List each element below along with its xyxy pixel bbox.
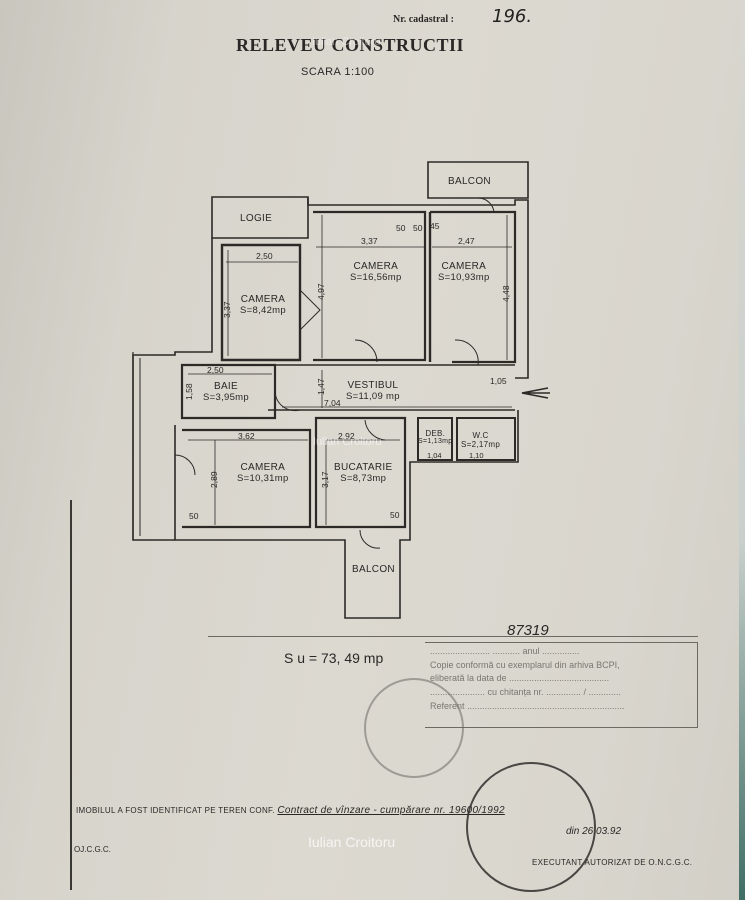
room-balcon-bottom: BALCON	[352, 564, 395, 575]
dim-label: 50	[390, 510, 400, 520]
executant-label: EXECUTANT AUTORIZAT DE O.N.C.G.C.	[532, 858, 693, 867]
dim-label: 2,89	[209, 471, 219, 488]
dim-label: 1,04	[427, 451, 442, 460]
dim-label: 1,58	[184, 383, 194, 400]
cadastre-seal	[466, 762, 596, 892]
page-edge	[739, 0, 745, 900]
separator-line	[208, 636, 698, 637]
useful-area: S u = 73, 49 mp	[284, 650, 384, 666]
cadastral-number: 196.	[492, 6, 533, 27]
dim-label: 4,97	[316, 283, 326, 300]
handwritten-number: 87319	[507, 622, 549, 639]
faded-seal	[364, 678, 464, 778]
dim-label: 1,47	[316, 378, 326, 395]
dim-label: 2,47	[458, 236, 475, 246]
dim-label: 50	[189, 511, 199, 521]
office-label: OJ.C.G.C.	[74, 845, 111, 854]
dim-label: 3,62	[238, 431, 255, 441]
room-debara: DEB.S=1,13mp	[418, 429, 453, 445]
scale-label: SCARA 1:100	[301, 66, 375, 78]
room-logie: LOGIE	[240, 213, 273, 224]
dim-label: 50	[396, 223, 406, 233]
document-title: RELEVEU CONSTRUCTII	[236, 35, 465, 55]
dim-label: 4,48	[501, 285, 511, 302]
room-balcon-top: BALCON	[448, 176, 491, 187]
margin-line	[70, 500, 72, 890]
contract-date: din 26.03.92	[566, 826, 622, 837]
watermark: Iulian Croitoru	[312, 36, 381, 48]
dim-label: 3,37	[222, 301, 232, 318]
dim-label: 50	[413, 223, 423, 233]
watermark: Iulian Croitoru	[313, 436, 382, 448]
dim-label: 45	[430, 221, 440, 231]
cert-line: eliberată la data de ...................…	[430, 673, 610, 683]
dim-label: 7,04	[324, 398, 341, 408]
certification-stamp	[425, 642, 698, 728]
cert-line: ........................ ........... anu…	[430, 646, 580, 656]
dim-label: 1,10	[469, 451, 484, 460]
dim-label: 3,17	[320, 471, 330, 488]
cert-line: ...................... cu chitanța nr. .…	[430, 687, 622, 697]
dim-label: 3,37	[361, 236, 378, 246]
watermark: Iulian Croitoru	[308, 834, 396, 850]
cert-line: Copie conformă cu exemplarul din arhiva …	[430, 660, 620, 670]
dim-label: 1,05	[490, 376, 507, 386]
dim-label: 2,50	[256, 251, 273, 261]
dim-label: 2,92	[338, 431, 355, 441]
dim-label: 2,50	[207, 365, 224, 375]
cert-line: Referent ...............................…	[430, 701, 625, 711]
cadastral-label: Nr. cadastral :	[393, 14, 455, 25]
identification-line: IMOBILUL A FOST IDENTIFICAT PE TEREN CON…	[76, 805, 505, 816]
